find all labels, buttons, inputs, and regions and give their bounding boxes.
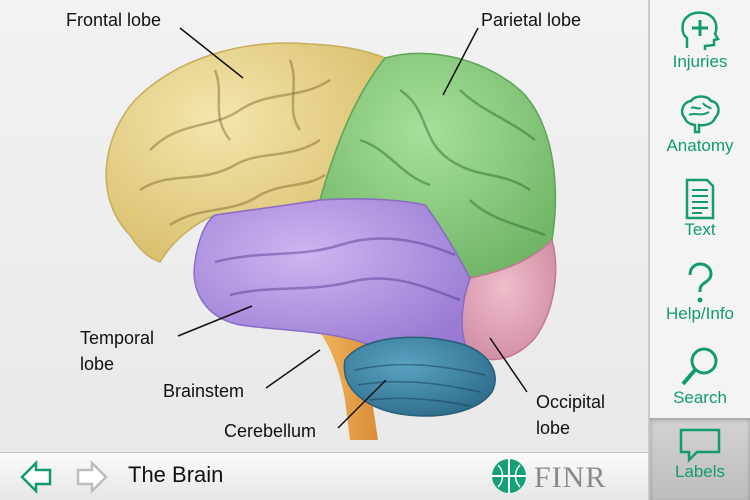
- sidebar-item-label: Search: [673, 388, 727, 407]
- occipital-lobe-label-line2: lobe: [536, 418, 571, 438]
- document-icon: [685, 178, 715, 220]
- parietal-gyri: [359, 88, 546, 237]
- sidebar-item-text[interactable]: Text: [650, 170, 750, 254]
- sidebar: Injuries Anatomy Text Help/Info Search: [648, 0, 750, 500]
- cerebellum-folia: [354, 363, 486, 407]
- brainstem-label: Brainstem: [163, 381, 245, 401]
- brain-viewer[interactable]: Frontal lobe Parietal lobe Temporal lobe…: [0, 0, 648, 452]
- sidebar-item-label: Injuries: [672, 52, 728, 71]
- magnifier-icon: [681, 347, 718, 386]
- temporal-lobe-region: [193, 198, 471, 357]
- finr-logo-icon: [492, 459, 526, 493]
- question-icon: [688, 262, 713, 303]
- sidebar-item-help-info[interactable]: Help/Info: [650, 254, 750, 338]
- sidebar-item-injuries[interactable]: Injuries: [650, 2, 750, 86]
- cerebellum-region: [343, 336, 496, 417]
- finr-logo: FINR: [490, 457, 605, 497]
- sidebar-item-label: Text: [684, 220, 716, 239]
- cerebellum-label: Cerebellum: [224, 421, 317, 441]
- sidebar-item-label: Anatomy: [666, 136, 734, 155]
- parietal-lobe-label: Parietal lobe: [481, 10, 582, 30]
- bottom-bar: The Brain FINR: [0, 452, 648, 500]
- sidebar-item-label: Labels: [674, 462, 726, 481]
- finr-logo-text: FINR: [534, 461, 607, 494]
- occipital-lobe-label-line1: Occipital: [536, 392, 606, 412]
- forward-arrow-icon[interactable]: [74, 459, 110, 495]
- sidebar-item-labels[interactable]: Labels: [650, 418, 750, 500]
- page-title: The Brain: [128, 462, 224, 487]
- brain-icon: [680, 95, 720, 134]
- temporal-lobe-label-line1: Temporal: [80, 328, 155, 348]
- sidebar-item-search[interactable]: Search: [650, 338, 750, 422]
- frontal-lobe-label: Frontal lobe: [66, 10, 162, 30]
- sidebar-item-label: Help/Info: [665, 304, 735, 323]
- head-plus-icon: [681, 11, 720, 50]
- sidebar-item-anatomy[interactable]: Anatomy: [650, 86, 750, 170]
- speech-bubble-icon: [679, 428, 721, 464]
- back-arrow-icon[interactable]: [18, 459, 54, 495]
- temporal-lobe-label-line2: lobe: [80, 354, 115, 374]
- label-leader-lines: [177, 27, 528, 429]
- brain-illustration: [105, 27, 557, 440]
- frontal-gyri: [139, 59, 331, 227]
- temporal-gyri: [214, 237, 461, 302]
